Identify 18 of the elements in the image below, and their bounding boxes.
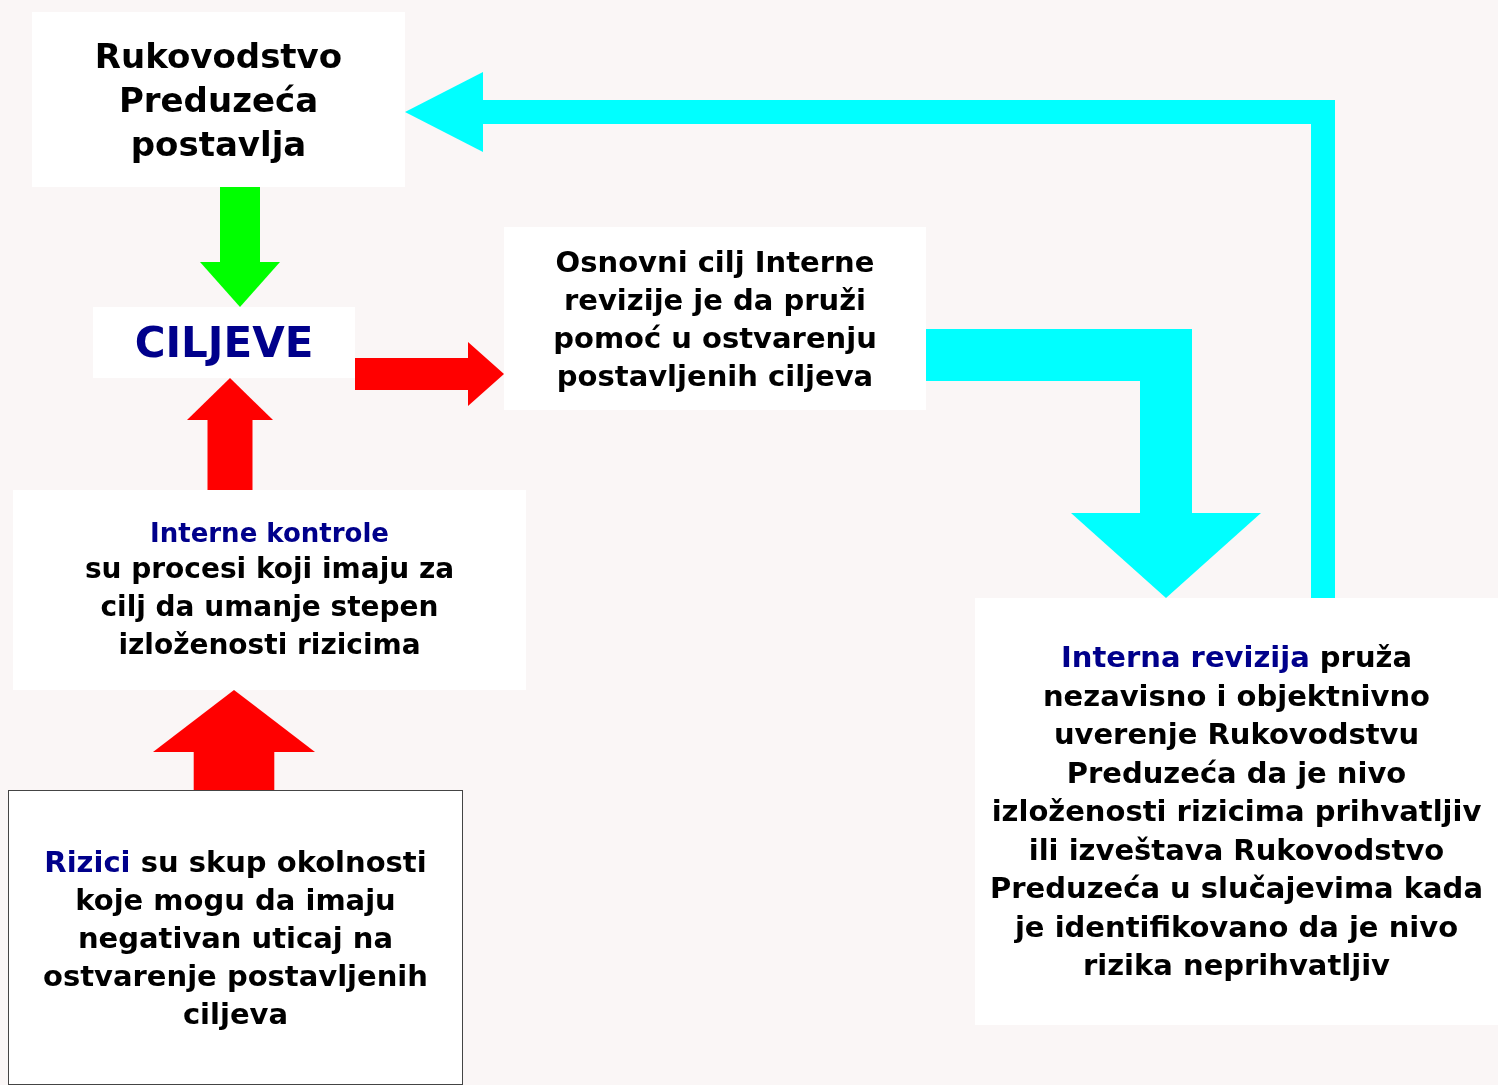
block-arrow <box>926 329 1261 598</box>
block-arrow <box>200 187 280 307</box>
text-box <box>93 307 355 378</box>
text-box <box>8 790 463 1085</box>
description: su procesi koji imaju za cilj da umanje stepen izloženosti rizicima <box>83 551 456 663</box>
description: Rukovodstvo Preduzeća postavlja <box>93 34 344 166</box>
title-text: CILJEVE <box>134 317 314 369</box>
text-box <box>13 490 526 690</box>
block-arrow <box>187 378 273 490</box>
description: Osnovni cilj Interne revizije je da pruži pomoć u ostvarenju postavljenih ciljeva <box>552 243 878 395</box>
text-box <box>975 598 1498 1025</box>
block-arrow <box>405 72 1335 598</box>
description: Rizici su skup okolnosti koje mogu da imaju negativan uticaj na ostvarenje postavljenih ciljeva <box>42 843 429 1033</box>
description: Interna revizija pruža nezavisno i objektnivno uverenje Rukovodstvu Preduzeća da je nivo izloženosti rizicima prihvatljiv ili izveštava Rukovodstvo Preduzeća u slučajevima kada je identifikovano da je nivo rizika neprihvatljiv <box>989 639 1484 985</box>
text-box <box>32 12 405 187</box>
block-arrow <box>153 690 315 790</box>
text-box <box>504 227 926 410</box>
heading: Interne kontrole <box>150 517 389 550</box>
